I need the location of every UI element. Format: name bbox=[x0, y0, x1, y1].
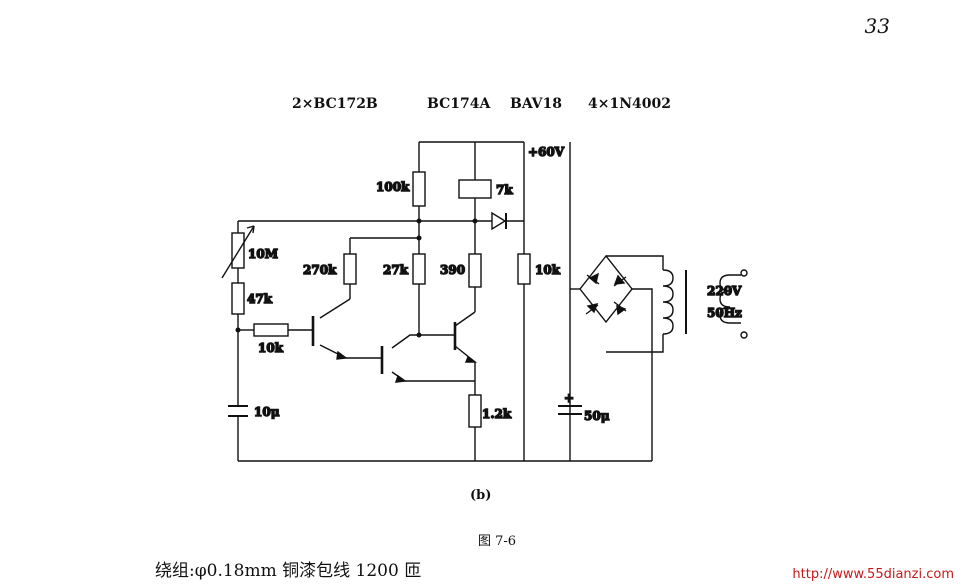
label-220v: 220V bbox=[707, 284, 742, 298]
label-1-2k: 1.2k bbox=[482, 407, 512, 421]
capacitor-10u bbox=[228, 405, 248, 417]
resistor-10k-divider bbox=[517, 253, 531, 285]
resistor-47k bbox=[231, 282, 245, 315]
resistor-bodies bbox=[231, 171, 531, 428]
transistor-q2 bbox=[380, 346, 407, 383]
label-10u: 10μ bbox=[254, 405, 280, 419]
label-plus-60v: +60V bbox=[528, 145, 565, 159]
label-7k: 7k bbox=[496, 183, 513, 197]
bridge-rectifier bbox=[579, 254, 633, 324]
resistor-100k bbox=[412, 171, 426, 207]
transformer bbox=[662, 269, 748, 339]
header-transistor-bc174a: BC174A bbox=[427, 96, 491, 112]
label-270k: 270k bbox=[303, 263, 337, 277]
diode-bav18 bbox=[491, 211, 507, 231]
junction-dots bbox=[235, 218, 478, 338]
capacitor-50u bbox=[558, 405, 582, 415]
pot-wiper-arrow bbox=[221, 225, 255, 279]
label-390: 390 bbox=[440, 263, 465, 277]
resistor-270k bbox=[343, 253, 357, 285]
label-100k: 100k bbox=[376, 180, 410, 194]
winding-note: 绕组:φ0.18mm 铜漆包线 1200 匝 bbox=[155, 561, 422, 581]
header-diode-bav18: BAV18 bbox=[510, 96, 563, 112]
resistor-10k-base bbox=[253, 323, 289, 337]
transistor-q1 bbox=[311, 316, 348, 360]
label-cap-plus: + bbox=[564, 391, 574, 405]
resistor-1-2k bbox=[468, 394, 482, 428]
label-47k: 47k bbox=[247, 292, 273, 306]
relay-coil-7k bbox=[458, 179, 492, 199]
label-27k: 27k bbox=[383, 263, 409, 277]
pot-arrow-head bbox=[246, 225, 255, 234]
watermark: http://www.55dianzi.com bbox=[792, 567, 954, 582]
label-10k-base: 10k bbox=[258, 341, 284, 355]
transistor-q3 bbox=[453, 322, 478, 363]
label-10k-divider: 10k bbox=[535, 263, 561, 277]
subfigure-label: (b) bbox=[470, 488, 492, 503]
label-10m: 10M bbox=[248, 247, 278, 261]
label-50u: 50μ bbox=[584, 409, 610, 423]
header-transistors-bc172b: 2×BC172B bbox=[292, 96, 378, 112]
figure-title: 图 7-6 bbox=[478, 534, 517, 549]
header-diodes-1n4002: 4×1N4002 bbox=[588, 96, 671, 112]
resistor-27k bbox=[412, 253, 426, 285]
resistor-390 bbox=[468, 253, 482, 288]
page-number: 33 bbox=[864, 14, 890, 38]
label-50hz: 50Hz bbox=[707, 306, 742, 320]
potentiometer-10m bbox=[231, 232, 245, 269]
